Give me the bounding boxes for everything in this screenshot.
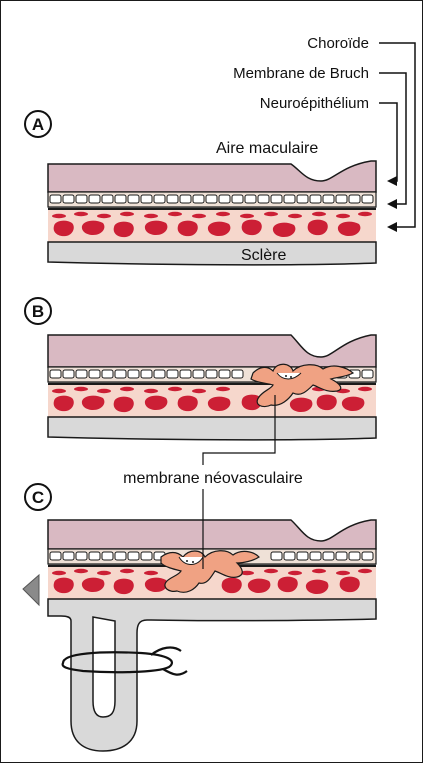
laser-beam-icon: [23, 575, 39, 605]
label-choroide: Choroïde: [307, 35, 369, 52]
panel-a-sclera: [48, 242, 376, 265]
panel-c-sclera-loop-inner: [93, 617, 115, 717]
panel-a-retina: [48, 161, 376, 192]
leader-neuroepithelium: [379, 103, 397, 181]
panel-b-retina: [48, 335, 376, 367]
panel-b-sclera: [48, 417, 376, 440]
panel-b: B: [25, 298, 376, 465]
panel-a: A Aire maculaire Sclère: [25, 111, 376, 265]
panel-c-letter: C: [32, 488, 44, 507]
label-membrane-bruch: Membrane de Bruch: [233, 65, 369, 82]
leader-bruch: [379, 73, 406, 204]
label-neuroepithelium: Neuroépithélium: [260, 95, 369, 112]
label-aire-maculaire: Aire maculaire: [216, 140, 318, 157]
panel-b-letter: B: [32, 302, 44, 321]
panel-c: C: [23, 484, 376, 751]
label-membrane-neovasculaire: membrane néovasculaire: [123, 470, 303, 487]
leader-lines: [379, 43, 415, 227]
panel-a-cells: [50, 195, 373, 203]
panel-a-letter: A: [32, 115, 44, 134]
panel-c-retina: [48, 520, 376, 549]
label-sclere: Sclère: [241, 247, 286, 264]
